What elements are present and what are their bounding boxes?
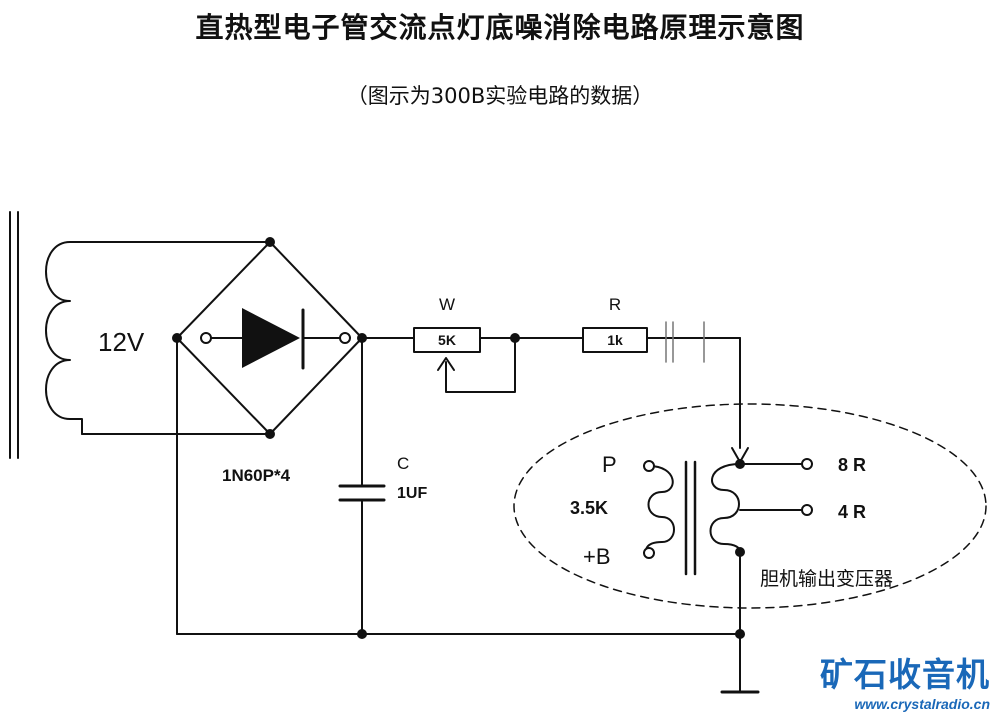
tap-4r-label: 4 R — [838, 502, 866, 522]
cap-name-label: C — [397, 454, 409, 473]
potentiometer-body — [413, 327, 481, 353]
terminal-primary-p — [643, 460, 655, 472]
junction-dot-cap — [357, 629, 367, 639]
cap-value-label: 1UF — [397, 485, 427, 502]
junction-dot-top — [265, 237, 275, 247]
junction-dot-common — [735, 547, 745, 557]
primary-coil — [645, 465, 675, 554]
junction-dot-tap — [735, 459, 745, 469]
pot-wiper-wire — [445, 337, 516, 393]
diode-label: 1N60P*4 — [222, 466, 291, 485]
primary-b-label: +B — [583, 544, 611, 569]
junction-dot-right — [357, 333, 367, 343]
terminal-diode-left — [200, 332, 212, 344]
primary-p-label: P — [602, 452, 617, 477]
watermark-name: 矿石收音机 — [820, 655, 990, 694]
resistor-body — [582, 327, 648, 353]
diagram-title: 直热型电子管交流点灯底噪消除电路原理示意图 — [195, 11, 805, 44]
transformer-dashed-boundary — [513, 403, 987, 609]
watermark: 矿石收音机 www.crystalradio.cn — [820, 648, 990, 712]
secondary-coil — [45, 241, 83, 435]
output-secondary-coil — [709, 463, 741, 553]
pot-value-label: 5K — [438, 332, 456, 348]
junction-dot-pot — [510, 333, 520, 343]
pot-wiper-arrow — [437, 357, 455, 371]
res-value-label: 1k — [607, 332, 623, 348]
diagram-subtitle: （图示为300B实验电路的数据） — [346, 84, 654, 108]
transformer-label: 胆机输出变压器 — [760, 568, 893, 590]
terminal-8r — [801, 458, 813, 470]
tap-8r-label: 8 R — [838, 455, 866, 475]
res-name-label: R — [609, 295, 621, 314]
junction-dot-left — [172, 333, 182, 343]
diode-symbol — [242, 308, 300, 368]
terminal-primary-b — [643, 547, 655, 559]
voltage-label: 12V — [98, 327, 145, 357]
watermark-url: www.crystalradio.cn — [854, 696, 990, 712]
pot-name-label: W — [439, 295, 455, 314]
primary-impedance-label: 3.5K — [570, 498, 608, 518]
junction-dot-bottom — [265, 429, 275, 439]
terminal-4r — [801, 504, 813, 516]
terminal-diode-right — [339, 332, 351, 344]
junction-dot-ground — [735, 629, 745, 639]
